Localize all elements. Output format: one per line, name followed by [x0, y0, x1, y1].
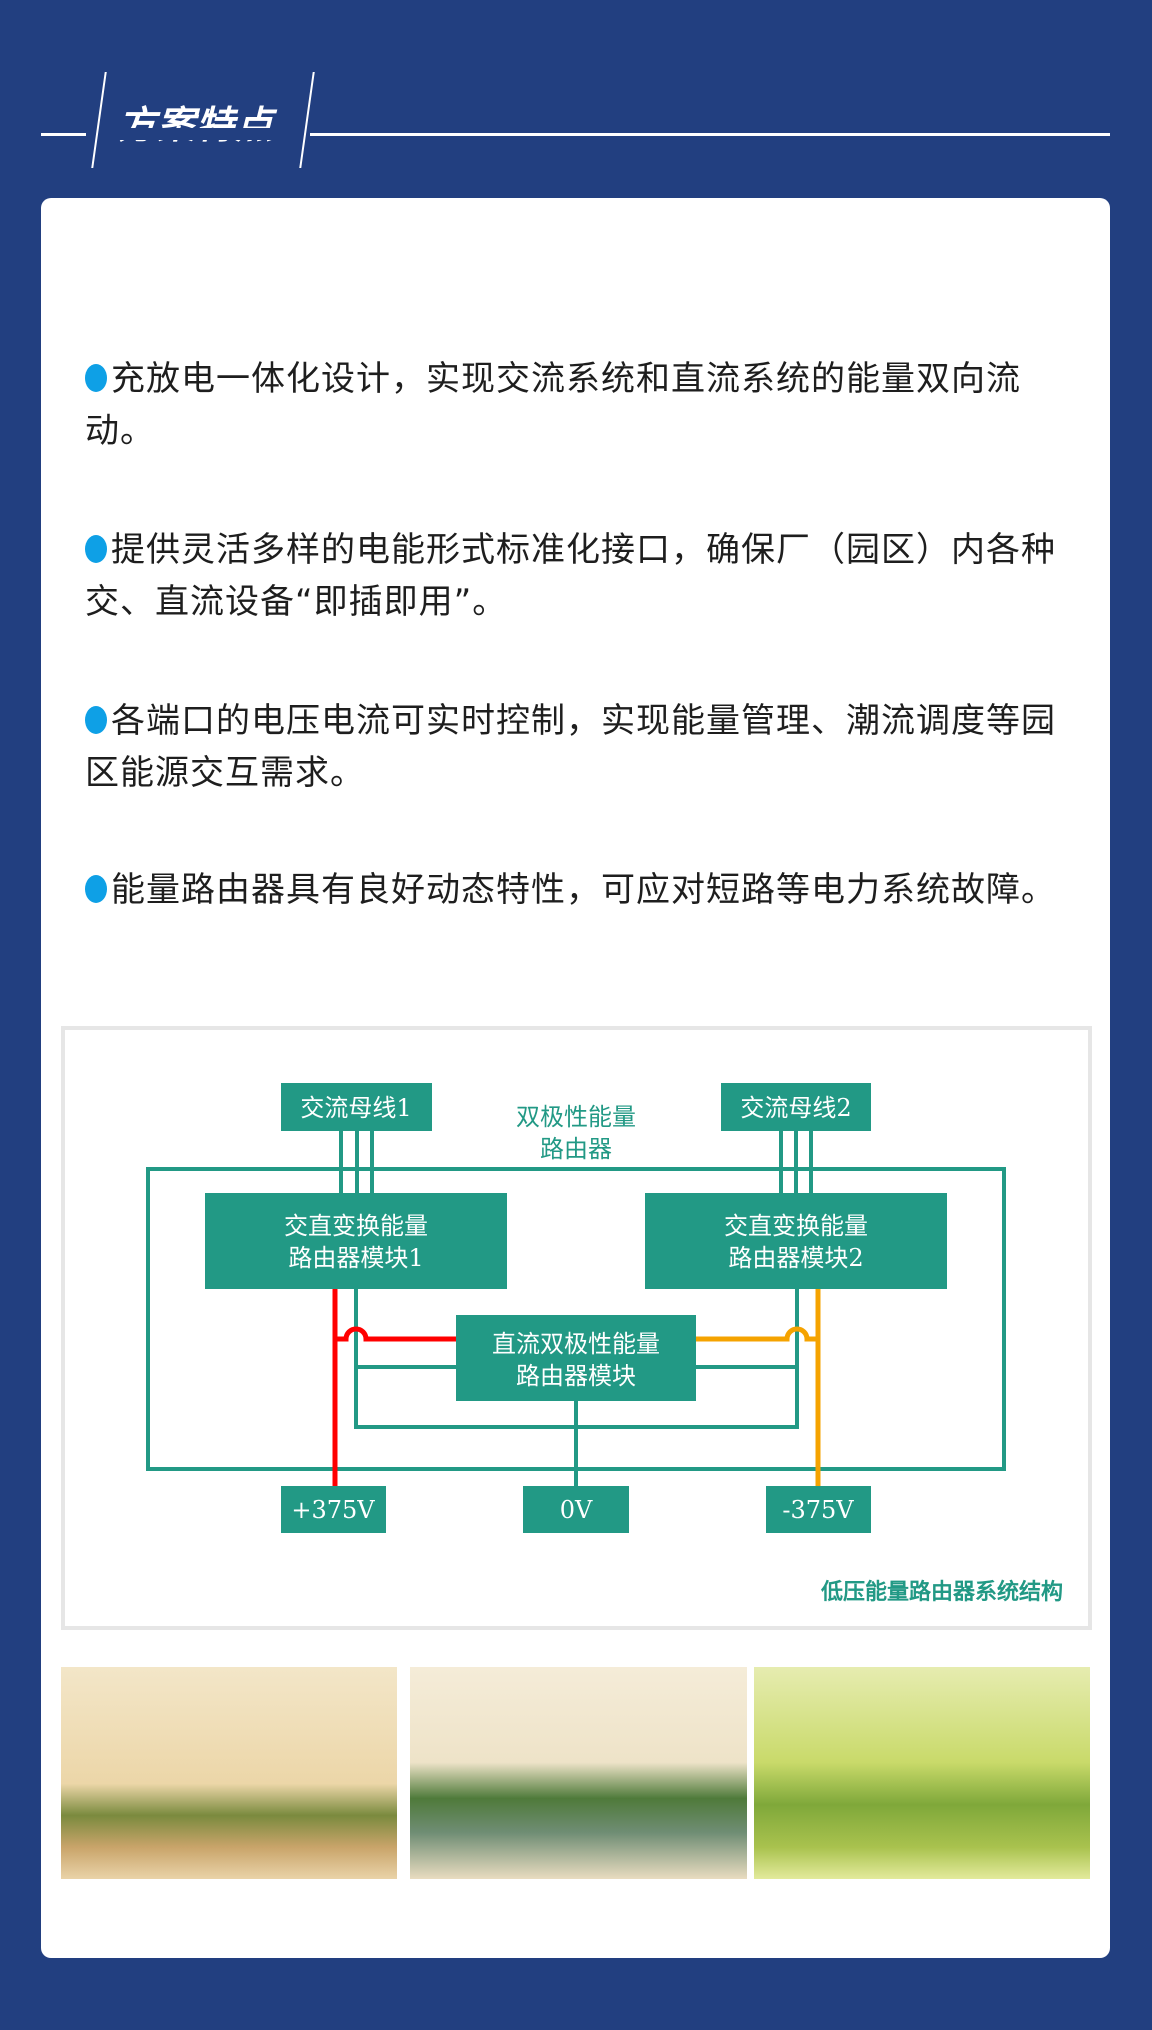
- bus1-box: [281, 1083, 432, 1131]
- bus2-wires: [779, 1131, 813, 1193]
- feature-text: 能量路由器具有良好动态特性，可应对短路等电力系统故障。: [111, 870, 1056, 910]
- module1-label: 交直变换能量: [284, 1212, 428, 1240]
- feature-item: 能量路由器具有良好动态特性，可应对短路等电力系统故障。: [85, 864, 1075, 916]
- green-energy-village-icon: [61, 1667, 397, 1879]
- module2-label: 交直变换能量: [724, 1212, 868, 1240]
- dc-module-label: 直流双极性能量: [492, 1330, 660, 1358]
- module2-box: [645, 1193, 947, 1289]
- neg-box: [766, 1486, 871, 1533]
- positive-wire: [332, 1289, 456, 1486]
- bullet-icon: [85, 535, 107, 563]
- feature-item: 各端口的电压电流可实时控制，实现能量管理、潮流调度等园区能源交互需求。: [85, 695, 1075, 799]
- solar-park-island-icon: [410, 1667, 747, 1879]
- pos-box: [281, 1486, 386, 1533]
- router-label: 双极性能量: [516, 1103, 636, 1131]
- feature-item: 充放电一体化设计，实现交流系统和直流系统的能量双向流动。: [85, 353, 1075, 457]
- feature-text: 各端口的电压电流可实时控制，实现能量管理、潮流调度等园区能源交互需求。: [85, 701, 1056, 793]
- title-gap: [86, 128, 310, 140]
- feature-item: 提供灵活多样的电能形式标准化接口，确保厂（园区）内各种交、直流设备“即插即用”。: [85, 524, 1075, 628]
- feature-text: 提供灵活多样的电能形式标准化接口，确保厂（园区）内各种交、直流设备“即插即用”。: [85, 530, 1056, 622]
- bus2-box: [721, 1083, 871, 1131]
- bus1-label: 交流母线1: [300, 1094, 411, 1122]
- module2-label: 路由器模块2: [728, 1244, 863, 1272]
- bus2-label: 交流母线2: [740, 1094, 851, 1122]
- bullet-icon: [85, 364, 107, 392]
- dc-module-label: 路由器模块: [516, 1362, 636, 1390]
- module1-label: 路由器模块1: [288, 1244, 423, 1272]
- negative-wire: [696, 1289, 821, 1486]
- module1-box: [205, 1193, 507, 1289]
- bus1-wires: [339, 1131, 374, 1193]
- diagram-caption: 低压能量路由器系统结构: [820, 1579, 1063, 1605]
- title-divider: [41, 133, 1110, 136]
- bullet-icon: [85, 706, 107, 734]
- router-label: 路由器: [540, 1135, 612, 1163]
- feature-text: 充放电一体化设计，实现交流系统和直流系统的能量双向流动。: [85, 359, 1021, 451]
- dc-module-box: [456, 1315, 696, 1401]
- green-hill-solar-icon: [754, 1667, 1090, 1879]
- zero-box: [523, 1486, 629, 1533]
- pos-label: +375V: [291, 1496, 375, 1524]
- zero-label: 0V: [560, 1496, 593, 1524]
- neg-label: -375V: [782, 1496, 854, 1524]
- bullet-icon: [85, 875, 107, 903]
